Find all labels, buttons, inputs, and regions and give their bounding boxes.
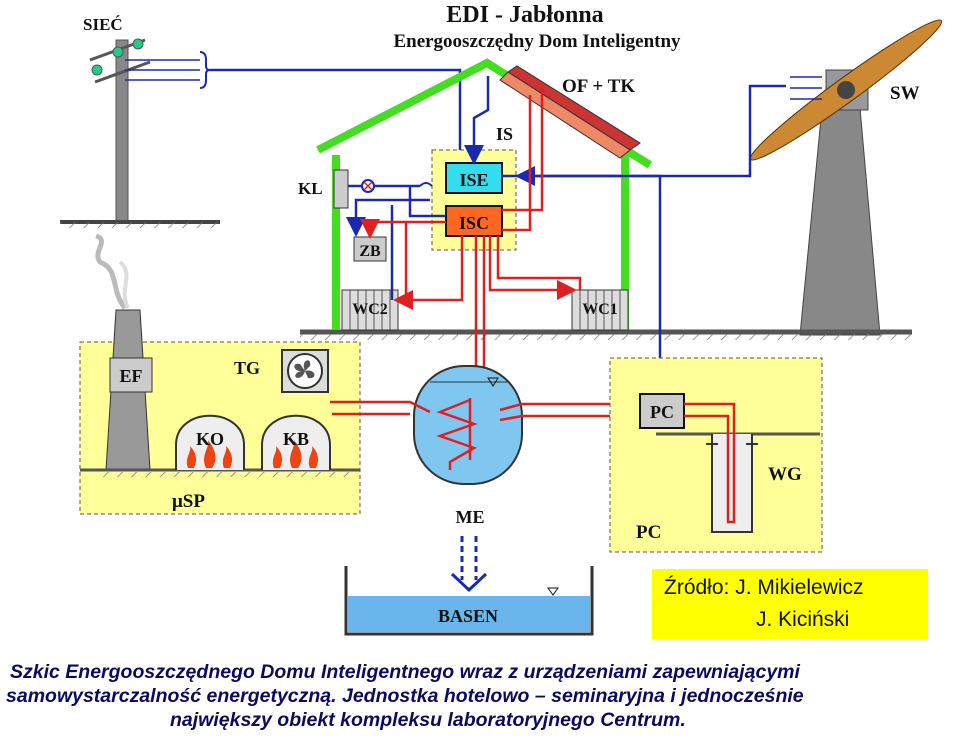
wc2-label: WC2: [352, 301, 388, 318]
pc-unit: [639, 393, 685, 429]
of-tk-label: OF + TK: [562, 76, 635, 97]
radiator-wc2: [341, 289, 399, 331]
ise-box: [445, 162, 503, 194]
me-tank: [413, 365, 523, 485]
kb-label: KB: [283, 429, 309, 449]
source-box: Źródło: J. Mikielewicz J. Kiciński: [652, 569, 928, 639]
boiler-ko: [175, 414, 245, 470]
basen-label: BASEN: [438, 606, 498, 626]
ise-label: ISE: [459, 170, 488, 190]
siec-label: SIEĆ: [83, 15, 123, 34]
pc-unit-label: PC: [650, 402, 674, 422]
isc-label: ISC: [459, 213, 489, 233]
grid-pole: [60, 38, 220, 228]
isc-box: [445, 205, 503, 237]
kl-label: KL: [298, 179, 323, 198]
caption-line-1: Szkic Energooszczędnego Domu Inteligentn…: [10, 661, 800, 683]
caption-line-2: samowystarczalność energetyczną. Jednost…: [6, 685, 804, 707]
ground-loop: [684, 402, 736, 524]
pool: [344, 566, 594, 636]
me-to-pool-arrows: [460, 536, 478, 580]
ground-well: [656, 432, 820, 533]
energy-house-diagram: EDI - Jabłonna Energooszczędny Dom Intel…: [60, 2, 943, 636]
zb-unit: [353, 236, 387, 262]
zb-label: ZB: [359, 243, 381, 260]
source-line-2: J. Kiciński: [756, 608, 850, 631]
boiler-kb: [261, 414, 331, 470]
diagram-title: EDI - Jabłonna: [446, 2, 603, 28]
sw-label: SW: [890, 83, 920, 104]
diagram-subtitle: Energooszczędny Dom Inteligentny: [393, 31, 681, 52]
me-label: ME: [456, 507, 485, 527]
usp-label: μSP: [172, 491, 205, 512]
ef-label: EF: [119, 366, 142, 386]
solar-panels: [499, 65, 641, 159]
siec-lines: [125, 59, 200, 81]
source-line-1: Źródło: J. Mikielewicz: [664, 576, 864, 599]
radiator-wc1: [571, 289, 629, 331]
chimney: [94, 233, 153, 471]
caption: Szkic Energooszczędnego Domu Inteligentn…: [0, 660, 959, 732]
kl-unit: [333, 169, 349, 209]
tg-label: TG: [234, 358, 260, 378]
fan-icon: [281, 349, 329, 393]
is-label: IS: [496, 124, 513, 144]
pc-zone-label: PC: [636, 522, 661, 543]
ko-label: KO: [196, 429, 224, 449]
caption-line-3: największy obiekt kompleksu laboratoryjn…: [170, 709, 686, 731]
wc1-label: WC1: [582, 301, 618, 318]
wg-label: WG: [768, 464, 802, 485]
grid-to-house-line: [210, 68, 470, 175]
wind-turbine: [749, 19, 943, 336]
